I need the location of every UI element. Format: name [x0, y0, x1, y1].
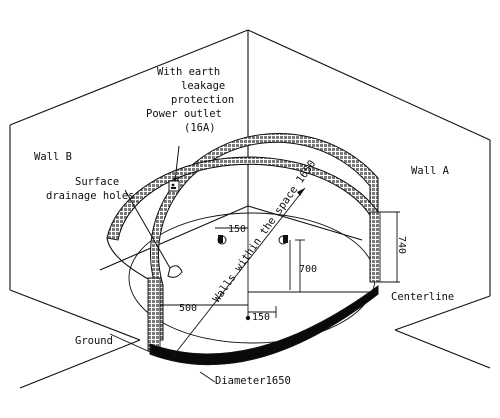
outlet-label-line-3: protection — [171, 94, 234, 106]
power-outlet-icon — [168, 145, 180, 192]
walls-space-label: Walls within the space 1650 — [211, 158, 319, 305]
dim-740: 740 — [396, 236, 407, 254]
wall-a-label: Wall A — [411, 165, 450, 177]
outlet-label-line-4: Power outlet — [146, 108, 222, 120]
faucet-right-icon — [278, 235, 288, 245]
drain-icon — [124, 189, 183, 278]
room-walls — [9, 29, 491, 389]
dim-150-top: 150 — [228, 224, 246, 235]
dim-500: 500 — [179, 303, 197, 314]
diameter-label: Diameter1650 — [215, 375, 291, 387]
faucet-left-icon — [217, 235, 227, 245]
outlet-label-line-2: leakage — [181, 80, 225, 92]
tiled-front-edge — [147, 277, 161, 351]
dim-150-bottom: 150 — [252, 312, 270, 323]
outlet-label-line-5: (16A) — [184, 122, 216, 134]
drainage-label-line-2: drainage holes — [46, 190, 135, 202]
drainage-label-line-1: Surface — [75, 176, 119, 188]
front-band — [149, 285, 379, 366]
dim-700: 700 — [299, 264, 317, 275]
dimension-lines — [109, 187, 400, 383]
outlet-label-line-1: With earth — [157, 66, 220, 78]
ground-label: Ground — [75, 335, 113, 347]
centerline-label: Centerline — [391, 291, 454, 303]
wall-b-label: Wall B — [34, 151, 72, 163]
